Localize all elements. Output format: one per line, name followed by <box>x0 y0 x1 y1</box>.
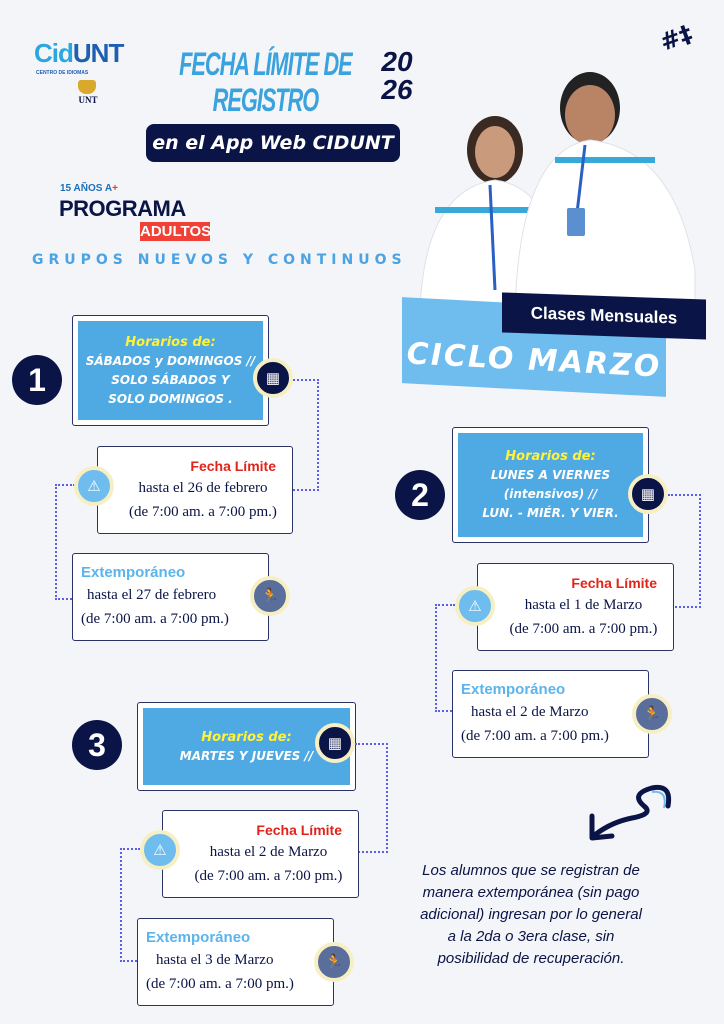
schedule-heading: Horarios de: <box>201 729 292 745</box>
anniversary-label: 15 AÑOS A+ <box>60 183 118 194</box>
schedule-line: LUN. - MIÉR. Y VIER. <box>482 506 619 520</box>
late-label: Extemporáneo <box>461 681 566 698</box>
late-date: hasta el 2 de Marzo <box>471 704 589 720</box>
group-number-3: 3 <box>72 720 122 770</box>
program-name: PROGRAMA <box>59 196 186 221</box>
connector-line <box>293 379 319 491</box>
deadline-hours: (de 7:00 am. a 7:00 pm.) <box>129 504 277 520</box>
schedule-box-1: Horarios de: SÁBADOS y DOMINGOS // SOLO … <box>72 315 269 426</box>
groups-subtitle: GRUPOS NUEVOS Y CONTINUOS <box>32 252 407 268</box>
group-number-1: 1 <box>12 355 62 405</box>
late-registration-note: Los alumnos que se registran de manera e… <box>420 862 642 967</box>
schedule-line: (intensivos) // <box>503 487 598 501</box>
cidunt-logo: CidUNT <box>34 38 124 68</box>
deadline-date: hasta el 2 de Marzo <box>209 844 328 860</box>
logo-subtitle: CENTRO DE IDIOMAS <box>36 70 89 76</box>
running-clock-icon: 🏃 <box>314 942 354 982</box>
calendar-icon: ▦ <box>628 474 668 514</box>
deadline-box-2: Fecha Límite hasta el 1 de Marzo (de 7:0… <box>477 563 674 651</box>
late-box-1: Extemporáneo hasta el 27 de febrero (de … <box>72 553 269 641</box>
schedule-line: SÁBADOS y DOMINGOS // <box>85 353 256 368</box>
connector-line <box>55 484 75 600</box>
connector-line <box>435 604 455 712</box>
siren-alert-icon: ⚠ <box>74 466 114 506</box>
late-date: hasta el 3 de Marzo <box>156 952 274 968</box>
curly-arrow-icon <box>589 784 672 841</box>
audience-badge: ADULTOS <box>140 222 212 241</box>
late-hours: (de 7:00 am. a 7:00 pm.) <box>461 728 609 744</box>
late-box-3: Extemporáneo hasta el 3 de Marzo (de 7:0… <box>137 918 334 1006</box>
connector-line <box>120 848 140 962</box>
schedule-heading: Horarios de: <box>125 334 216 350</box>
university-crest-icon <box>78 80 96 94</box>
app-web-pill: en el App Web CIDUNT <box>146 124 400 162</box>
schedule-heading: Horarios de: <box>505 449 596 464</box>
calendar-icon: ▦ <box>315 723 355 763</box>
group-number-2: 2 <box>395 470 445 520</box>
deadline-label: Fecha Límite <box>190 458 276 474</box>
deadline-hours: (de 7:00 am. a 7:00 pm.) <box>194 868 343 884</box>
deadline-hours: (de 7:00 am. a 7:00 pm.) <box>509 621 658 637</box>
schedule-line: LUNES A VIERNES <box>490 468 611 482</box>
siren-alert-icon: ⚠ <box>455 586 495 626</box>
deadline-date: hasta el 26 de febrero <box>138 480 268 496</box>
schedule-line: SOLO SÁBADOS Y <box>111 372 230 387</box>
deadline-box-3: Fecha Límite hasta el 2 de Marzo (de 7:0… <box>162 810 359 898</box>
page-title: FECHA LÍMITE DE REGISTRO <box>179 46 352 118</box>
schedule-box-2: Horarios de: LUNES A VIERNES (intensivos… <box>452 427 649 543</box>
late-label: Extemporáneo <box>146 929 251 946</box>
staff-photo <box>419 72 696 310</box>
late-hours: (de 7:00 am. a 7:00 pm.) <box>146 976 294 992</box>
calendar-icon: ▦ <box>253 358 293 398</box>
connector-line <box>355 743 388 853</box>
late-hours: (de 7:00 am. a 7:00 pm.) <box>81 611 229 627</box>
late-date: hasta el 27 de febrero <box>87 587 217 603</box>
university-name: UNT <box>78 95 98 105</box>
deadline-label: Fecha Límite <box>571 575 657 591</box>
deadline-label: Fecha Límite <box>256 822 342 838</box>
late-box-2: Extemporáneo hasta el 2 de Marzo (de 7:0… <box>452 670 649 758</box>
clases-mensuales-banner: Clases Mensuales <box>502 292 706 340</box>
late-label: Extemporáneo <box>81 564 186 581</box>
deadline-date: hasta el 1 de Marzo <box>524 597 643 613</box>
running-clock-icon: 🏃 <box>632 694 672 734</box>
running-clock-icon: 🏃 <box>250 576 290 616</box>
siren-alert-icon: ⚠ <box>140 830 180 870</box>
connector-line <box>668 494 701 608</box>
schedule-line: SOLO DOMINGOS . <box>108 391 233 406</box>
schedule-line: MARTES Y JUEVES // <box>179 748 314 763</box>
deadline-box-1: Fecha Límite hasta el 26 de febrero (de … <box>97 446 293 534</box>
